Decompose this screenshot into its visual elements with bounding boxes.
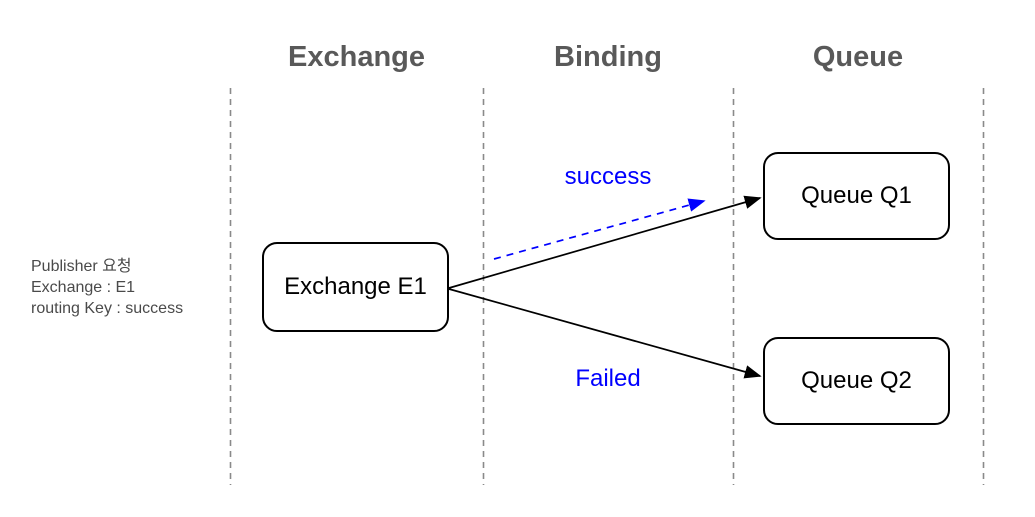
node-queue-q1-label: Queue Q1 [801,182,912,209]
note-line-routing-key: routing Key : success [31,300,184,317]
edge-label-failed: Failed [575,365,641,392]
note-line-publisher: Publisher 요청 [31,258,132,275]
node-exchange-e1-label: Exchange E1 [284,273,427,300]
edge-exchange-to-queue-q1 [448,195,762,289]
column-header-queue: Queue [812,41,904,73]
publisher-request-note: Publisher 요청 Exchange : E1 routing Key :… [31,256,183,319]
column-header-exchange: Exchange [288,41,425,73]
node-queue-q2-label: Queue Q2 [801,367,912,394]
edge-success-route-dashed [493,198,706,260]
node-exchange-e1: Exchange E1 [262,242,449,332]
edge-exchange-to-queue-q2 [448,288,762,379]
note-line-exchange: Exchange : E1 [31,279,136,296]
column-header-binding: Binding [554,41,662,73]
edge-label-success: success [564,163,652,190]
node-queue-q1: Queue Q1 [763,152,950,240]
node-queue-q2: Queue Q2 [763,337,950,425]
